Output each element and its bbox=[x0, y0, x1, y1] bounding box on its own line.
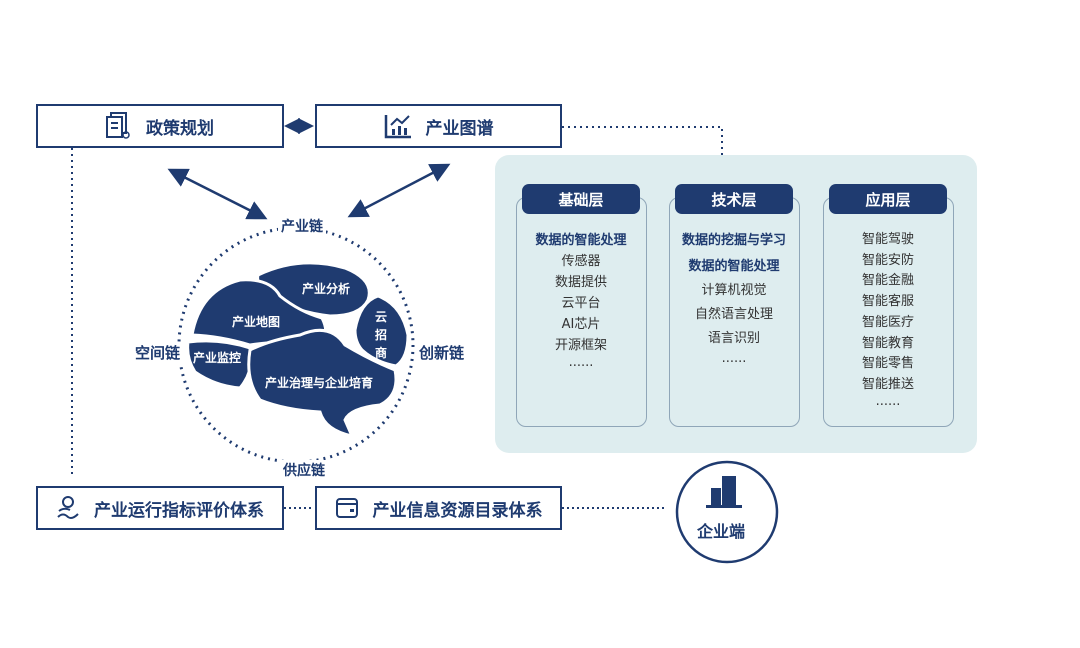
chart-icon bbox=[384, 115, 411, 139]
layer-item: 智能教育 bbox=[861, 335, 914, 351]
policy-box[interactable]: 政策规划 bbox=[36, 104, 284, 148]
brain-monitor-label: 产业监控 bbox=[193, 351, 242, 365]
chain-industry: 产业链 bbox=[278, 216, 326, 236]
map-chain-arrow bbox=[347, 163, 451, 218]
layer-item: 数据的挖掘与学习 bbox=[681, 233, 786, 248]
brain-analysis-label: 产业分析 bbox=[302, 282, 351, 296]
brain bbox=[186, 261, 410, 439]
layer-item: 云平台 bbox=[561, 296, 601, 311]
layer-items: 智能驾驶智能安防智能金融智能客服智能医疗智能教育智能零售智能推送 ······ bbox=[808, 230, 968, 416]
catalog-box[interactable]: 产业信息资源目录体系 bbox=[315, 486, 562, 530]
layer-item: 智能金融 bbox=[861, 273, 914, 289]
brain-map bbox=[190, 278, 328, 347]
layer-item: 智能驾驶 bbox=[861, 232, 914, 247]
enterprise-label: 企业端 bbox=[697, 522, 746, 541]
map-to-panel-line bbox=[562, 126, 723, 155]
wallet-icon bbox=[335, 498, 358, 518]
building-icon bbox=[706, 476, 742, 508]
brain-cloud bbox=[353, 294, 410, 368]
layer-item: 智能客服 bbox=[861, 294, 914, 310]
layer-item: 智能安防 bbox=[861, 252, 914, 268]
industry-map-box[interactable]: 产业图谱 bbox=[315, 104, 562, 148]
document-gear-icon bbox=[106, 112, 130, 139]
layer-item: 智能推送 bbox=[861, 376, 914, 392]
layer-item: 计算机视觉 bbox=[701, 283, 767, 298]
brain-cloud-label: 云招商 bbox=[375, 310, 388, 360]
policy-label: 政策规划 bbox=[146, 118, 214, 139]
layer-title: 应用层 bbox=[829, 184, 947, 214]
evaluation-box[interactable]: 产业运行指标评价体系 bbox=[36, 486, 284, 530]
layer-item: 开源框架 bbox=[554, 338, 607, 353]
layer-item: 自然语言处理 bbox=[694, 307, 773, 322]
layer-item: ······ bbox=[568, 359, 594, 374]
evaluation-label: 产业运行指标评价体系 bbox=[94, 500, 264, 521]
industry-map-label: 产业图谱 bbox=[425, 118, 494, 139]
layer-item: 数据的智能处理 bbox=[688, 259, 780, 274]
layer-items: 数据的智能处理传感器数据提供云平台 AI芯片开源框架 ······ bbox=[501, 230, 661, 377]
layer-title: 基础层 bbox=[522, 184, 640, 214]
catalog-label: 产业信息资源目录体系 bbox=[372, 500, 543, 521]
policy-chain-arrow bbox=[167, 168, 268, 220]
layer-title: 技术层 bbox=[675, 184, 793, 214]
layer-item: ······ bbox=[875, 397, 901, 413]
brain-monitor bbox=[186, 339, 253, 390]
brain-governance-label: 产业治理与企业培育 bbox=[265, 376, 374, 390]
chain-innovation: 创新链 bbox=[416, 342, 468, 363]
enterprise-circle bbox=[675, 460, 779, 564]
chain-supply: 供应链 bbox=[280, 460, 328, 480]
brain-map-label: 产业地图 bbox=[232, 315, 281, 329]
layer-item: 智能医疗 bbox=[861, 314, 914, 330]
layer-item: ······ bbox=[721, 355, 747, 370]
layer-item: 数据的智能处理 bbox=[535, 233, 627, 248]
layer-item: 智能零售 bbox=[861, 356, 914, 372]
layer-item: 语言识别 bbox=[707, 331, 760, 346]
layer-item: 数据提供 bbox=[554, 275, 607, 290]
brain-governance bbox=[247, 328, 398, 439]
layer-item: AI芯片 bbox=[561, 317, 601, 332]
people-wave-icon bbox=[57, 496, 79, 519]
layer-items: 数据的挖掘与学习数据的智能处理计算机视觉自然语言处理语言识别 ······ bbox=[654, 230, 814, 373]
layer-item: 传感器 bbox=[561, 254, 601, 269]
chain-spatial: 空间链 bbox=[132, 342, 184, 363]
